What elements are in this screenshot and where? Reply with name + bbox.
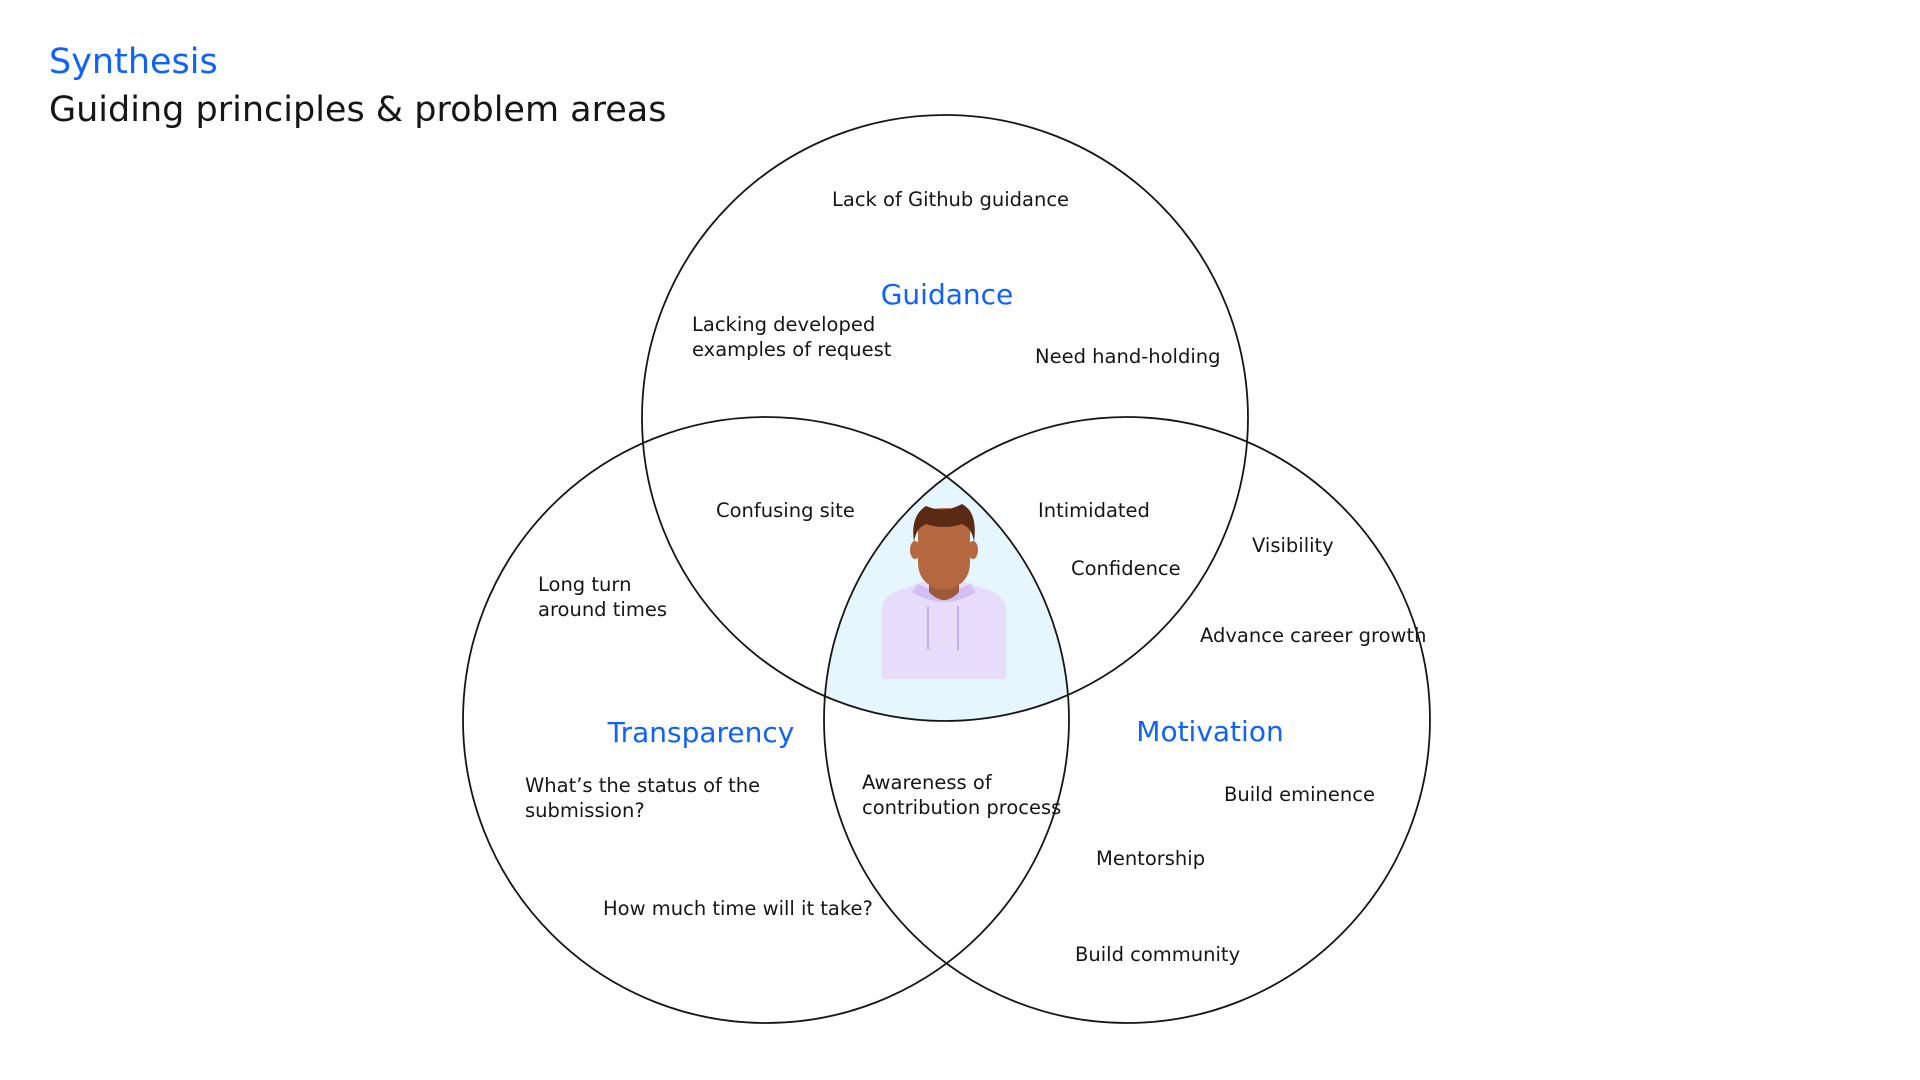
guidance-circle	[641, 114, 1249, 722]
note-contribution-process-line-2: contribution process	[862, 796, 1061, 819]
note-intimidated: Intimidated	[1038, 499, 1150, 522]
note-hand-holding: Need hand-holding	[1035, 345, 1220, 368]
page-title: Guiding principles & problem areas	[49, 90, 667, 130]
note-build-community: Build community	[1075, 943, 1240, 966]
center-intersection	[824, 417, 1069, 721]
note-build-eminence: Build eminence	[1224, 783, 1375, 806]
motivation-circle	[823, 416, 1431, 1024]
motivation-label: Motivation	[1136, 715, 1283, 748]
note-contribution-process-line-1: Awareness of	[862, 771, 993, 794]
note-submission-status-line-1: What’s the status of the	[525, 774, 760, 797]
note-turnaround-line-2: around times	[538, 598, 667, 621]
transparency-label: Transparency	[607, 716, 795, 749]
note-turnaround-line-1: Long turn	[538, 573, 631, 596]
transparency-circle	[462, 416, 1070, 1024]
section-kicker: Synthesis	[49, 42, 218, 82]
note-career-growth: Advance career growth	[1200, 624, 1426, 647]
note-time-estimate: How much time will it take?	[603, 897, 873, 920]
note-visibility: Visibility	[1252, 534, 1334, 557]
note-submission-status-line-2: submission?	[525, 799, 645, 822]
note-developed-examples-line-1: Lacking developed	[692, 313, 875, 336]
note-github-guidance: Lack of Github guidance	[832, 188, 1069, 211]
note-confusing-site: Confusing site	[716, 499, 855, 522]
note-developed-examples-line-2: examples of request	[692, 338, 892, 361]
header: Synthesis Guiding principles & problem a…	[49, 38, 666, 134]
note-mentorship: Mentorship	[1096, 847, 1205, 870]
guidance-label: Guidance	[881, 278, 1014, 311]
note-confidence: Confidence	[1071, 557, 1181, 580]
person-avatar-icon	[882, 504, 1006, 679]
